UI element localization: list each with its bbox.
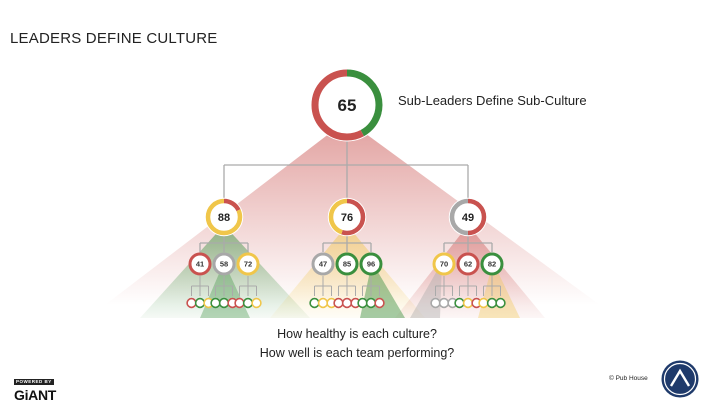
copyright-label: © Pub House bbox=[609, 375, 648, 382]
tree-nodes: 65 88 41 58 72 76 47 85 96 49 70 62 82 bbox=[188, 68, 504, 276]
node-low-41: 41 bbox=[188, 252, 212, 276]
node-ring bbox=[212, 252, 236, 276]
leaf-nodes bbox=[186, 297, 506, 309]
leaf-node bbox=[251, 297, 262, 309]
node-ring bbox=[430, 297, 441, 309]
node-ring bbox=[495, 297, 506, 309]
node-ring bbox=[438, 297, 450, 309]
giant-logo: POWERED BY GiANT bbox=[14, 370, 74, 402]
leaf-node bbox=[365, 297, 377, 309]
node-score: 62 bbox=[464, 260, 472, 269]
node-score: 49 bbox=[462, 212, 474, 224]
node-ring bbox=[218, 297, 230, 309]
leaf-node bbox=[341, 297, 353, 309]
node-ring bbox=[335, 252, 359, 276]
leaf-node bbox=[194, 297, 206, 309]
node-ring bbox=[341, 297, 353, 309]
leaf-node bbox=[430, 297, 441, 309]
node-mid-49: 49 bbox=[448, 197, 488, 237]
node-background bbox=[204, 197, 244, 237]
node-background bbox=[327, 197, 367, 237]
node-ring bbox=[311, 252, 335, 276]
node-low-62: 62 bbox=[456, 252, 480, 276]
tree-connectors bbox=[191, 141, 501, 296]
node-top: 65 bbox=[310, 68, 384, 142]
node-score: 82 bbox=[488, 260, 496, 269]
node-low-96: 96 bbox=[359, 252, 383, 276]
leaf-node bbox=[462, 297, 474, 309]
node-low-58: 58 bbox=[212, 252, 236, 276]
leaf-node bbox=[218, 297, 230, 309]
node-ring bbox=[432, 252, 456, 276]
node-score: 85 bbox=[343, 260, 351, 269]
node-low-47: 47 bbox=[311, 252, 335, 276]
node-ring bbox=[365, 297, 377, 309]
leaf-node bbox=[438, 297, 450, 309]
node-score: 76 bbox=[341, 212, 353, 224]
leaf-node bbox=[374, 297, 385, 309]
node-score: 72 bbox=[244, 260, 252, 269]
ring-segment-gray bbox=[449, 198, 487, 236]
leaf-node bbox=[495, 297, 506, 309]
node-ring bbox=[374, 297, 385, 309]
page-title: LEADERS DEFINE CULTURE bbox=[10, 30, 218, 47]
node-ring bbox=[236, 252, 260, 276]
node-low-82: 82 bbox=[480, 252, 504, 276]
node-score: 47 bbox=[319, 260, 327, 269]
node-background bbox=[310, 68, 384, 142]
subtitle-label: Sub-Leaders Define Sub-Culture bbox=[398, 93, 587, 108]
node-score: 58 bbox=[220, 260, 228, 269]
question-culture-health: How healthy is each culture? bbox=[277, 327, 437, 341]
node-ring bbox=[333, 297, 344, 309]
node-ring bbox=[309, 297, 320, 309]
node-ring bbox=[486, 297, 498, 309]
node-ring bbox=[462, 297, 474, 309]
node-score: 70 bbox=[440, 260, 448, 269]
leaf-node bbox=[242, 297, 254, 309]
node-mid-76: 76 bbox=[327, 197, 367, 237]
node-ring bbox=[478, 297, 489, 309]
node-ring bbox=[234, 297, 245, 309]
node-ring bbox=[456, 252, 480, 276]
node-ring bbox=[210, 297, 221, 309]
leaf-node bbox=[454, 297, 465, 309]
node-ring bbox=[186, 297, 197, 309]
powered-by-label: POWERED BY bbox=[14, 379, 54, 385]
leaf-node bbox=[333, 297, 344, 309]
node-low-85: 85 bbox=[335, 252, 359, 276]
node-score: 41 bbox=[196, 260, 204, 269]
node-ring bbox=[480, 252, 504, 276]
node-ring bbox=[242, 297, 254, 309]
node-low-72: 72 bbox=[236, 252, 260, 276]
node-low-70: 70 bbox=[432, 252, 456, 276]
ring-segment-yellow bbox=[205, 198, 243, 236]
node-ring bbox=[454, 297, 465, 309]
leaf-node bbox=[186, 297, 197, 309]
leaf-node bbox=[234, 297, 245, 309]
leaf-node bbox=[317, 297, 329, 309]
node-score: 88 bbox=[218, 212, 230, 224]
leaf-node bbox=[478, 297, 489, 309]
node-score: 96 bbox=[367, 260, 375, 269]
node-ring bbox=[251, 297, 262, 309]
leaf-node bbox=[357, 297, 368, 309]
node-background bbox=[448, 197, 488, 237]
ring-segment-yellow bbox=[328, 198, 366, 236]
node-score: 65 bbox=[338, 96, 357, 115]
leaf-node bbox=[309, 297, 320, 309]
node-ring bbox=[194, 297, 206, 309]
pub-house-logo-icon bbox=[661, 360, 699, 398]
question-team-performance: How well is each team performing? bbox=[259, 346, 455, 360]
node-mid-88: 88 bbox=[204, 197, 244, 237]
ring-segment-red bbox=[311, 69, 383, 141]
node-ring bbox=[188, 252, 212, 276]
node-ring bbox=[357, 297, 368, 309]
brand-name: GiANT bbox=[14, 387, 57, 403]
node-ring bbox=[359, 252, 383, 276]
leaf-node bbox=[486, 297, 498, 309]
leaf-node bbox=[210, 297, 221, 309]
node-ring bbox=[317, 297, 329, 309]
